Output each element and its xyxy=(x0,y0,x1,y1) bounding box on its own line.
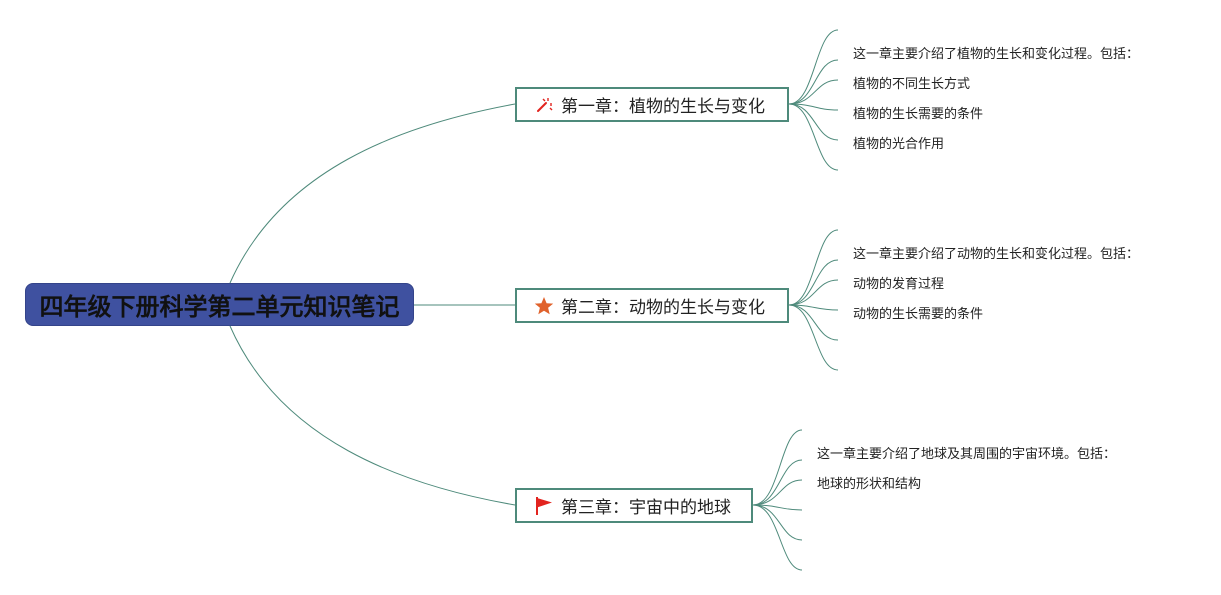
chapter-2-branch xyxy=(788,259,839,306)
chapter-2-branch xyxy=(788,279,839,306)
root-to-chapter-1-line xyxy=(229,103,516,284)
chapter-3-branch xyxy=(752,429,803,506)
chapter-1-note: 植物的不同生长方式 xyxy=(853,77,971,92)
chapter-1-branch xyxy=(788,79,839,105)
chapter-1-note: 这一章主要介绍了植物的生长和变化过程。包括： xyxy=(853,47,1140,62)
chapter-1-branch xyxy=(788,59,839,105)
chapter-2-note: 动物的发育过程 xyxy=(853,277,945,292)
chapter-3-note: 地球的形状和结构 xyxy=(817,477,922,492)
chapter-2-note: 动物的生长需要的条件 xyxy=(853,307,984,322)
chapter-2-branch xyxy=(788,304,839,341)
root-to-chapter-3-line xyxy=(229,325,516,506)
chapter-1-branch xyxy=(788,103,839,171)
chapter-3-branch xyxy=(752,504,803,571)
magic-wand-icon xyxy=(533,94,555,116)
chapter-2-branch xyxy=(788,229,839,306)
root-title: 四年级下册科学第二单元知识笔记 xyxy=(39,293,400,321)
root-topic[interactable]: 四年级下册科学第二单元知识笔记 xyxy=(25,283,414,326)
chapter-2-branch xyxy=(788,304,839,371)
chapter-3-note: 这一章主要介绍了地球及其周围的宇宙环境。包括： xyxy=(817,447,1117,462)
chapter-1-branch xyxy=(788,103,839,141)
chapter-1-title: 第一章：植物的生长与变化 xyxy=(561,97,765,117)
chapter-1-branch xyxy=(788,29,839,105)
chapter-2-title: 第二章：动物的生长与变化 xyxy=(561,298,765,318)
chapter-3-branch xyxy=(752,459,803,506)
chapter-1-node[interactable]: 第一章：植物的生长与变化 xyxy=(515,87,789,122)
chapter-1-note: 植物的光合作用 xyxy=(853,137,945,152)
chapter-3-node[interactable]: 第三章：宇宙中的地球 xyxy=(515,488,753,523)
chapter-1-note: 植物的生长需要的条件 xyxy=(853,107,984,122)
chapter-2-note: 这一章主要介绍了动物的生长和变化过程。包括： xyxy=(853,247,1140,262)
chapter-3-branch xyxy=(752,479,803,506)
red-flag-icon xyxy=(533,495,555,517)
chapter-3-branch xyxy=(752,504,803,541)
chapter-3-title: 第三章：宇宙中的地球 xyxy=(561,498,731,518)
chapter-2-node[interactable]: 第二章：动物的生长与变化 xyxy=(515,288,789,323)
star-icon xyxy=(533,295,555,317)
